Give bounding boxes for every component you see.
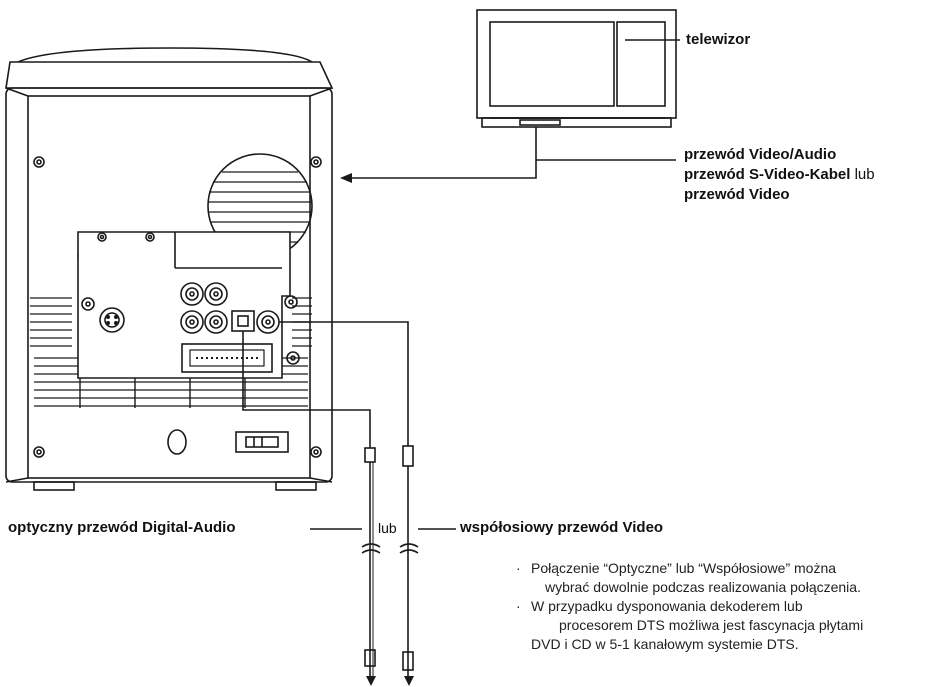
av-cable-label-line1: przewód Video/Audio <box>684 146 837 163</box>
av-cable-label-line3: przewód Video <box>684 186 790 203</box>
note-2-line-3: DVD i CD w 5-1 kanałowym systemie DTS. <box>531 636 799 652</box>
optical-cable-label: optyczny przewód Digital-Audio <box>8 519 236 536</box>
bullet: · <box>516 560 521 576</box>
or-text-1: lub <box>850 166 875 183</box>
television <box>476 9 680 137</box>
coaxial-cable-label: współosiowy przewód Video <box>460 519 664 536</box>
svideo-cable-text: przewód S-Video-Kabel <box>684 166 851 183</box>
note-item-1: · Połączenie “Optyczne” lub “Współosiowe… <box>513 559 945 597</box>
tv-label: telewizor <box>686 31 751 48</box>
av-cable-label-line2: przewód S-Video-Kabel lub <box>684 166 875 184</box>
or-text-2: lub <box>378 520 397 536</box>
dvd-player-rear <box>5 47 334 491</box>
note-item-2: · W przypadku dysponowania dekoderem lub… <box>513 597 945 654</box>
notes-list: · Połączenie “Optyczne” lub “Współosiowe… <box>513 559 945 654</box>
optical-cable <box>242 331 381 676</box>
bullet: · <box>516 598 521 614</box>
coaxial-cable <box>279 321 419 676</box>
note-2-line-1: W przypadku dysponowania dekoderem lub <box>531 598 803 614</box>
note-1-line-2: wybrać dowolnie podczas realizowania poł… <box>545 579 861 595</box>
av-cable <box>348 137 676 179</box>
note-2-line-2: procesorem DTS możliwa jest fascynacja p… <box>559 617 864 633</box>
note-1-line-1: Połączenie “Optyczne” lub “Współosiowe” … <box>531 560 837 576</box>
